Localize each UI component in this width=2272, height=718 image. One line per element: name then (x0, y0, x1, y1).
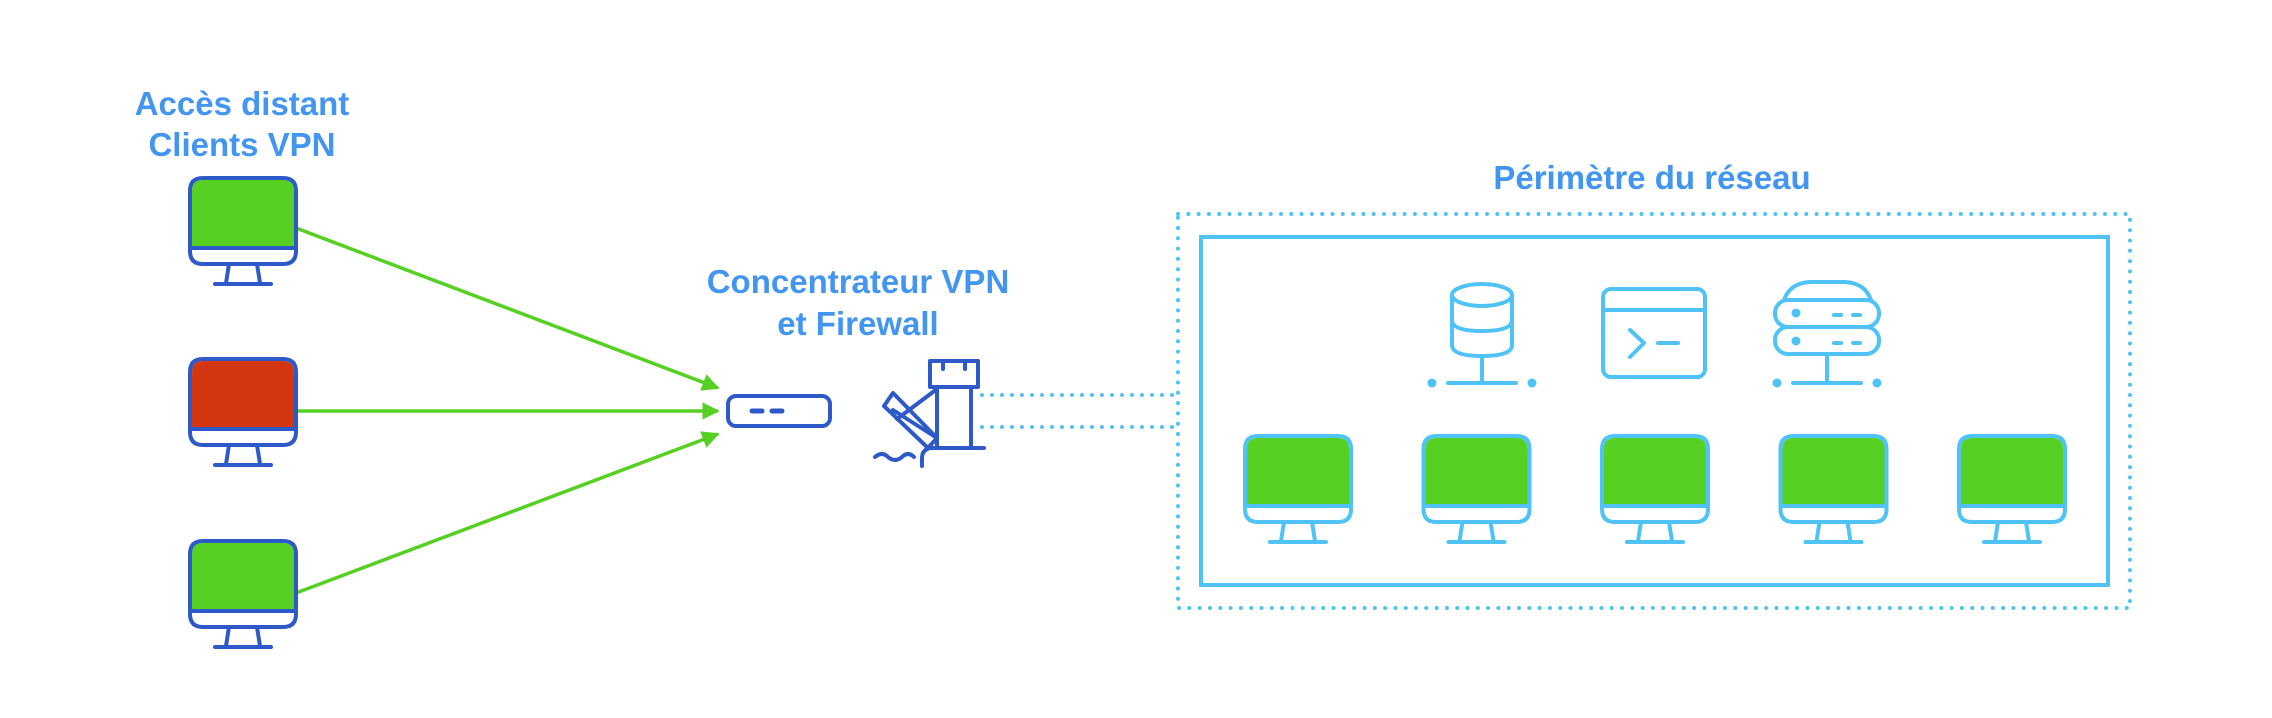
workstation-monitor-icon (1957, 434, 2067, 544)
remote-clients (188, 176, 298, 649)
screen (1782, 438, 1885, 506)
workstation-monitor-icon (1600, 434, 1710, 544)
remote-client-monitor-icon (188, 357, 298, 467)
network-workstations (1243, 434, 2067, 544)
internal-network-box (1199, 235, 2110, 587)
connection-arrow (295, 431, 720, 595)
firewall-label: et Firewall (777, 305, 938, 342)
terminal-icon (1601, 287, 1707, 379)
workstation-monitor-icon (1778, 434, 1889, 544)
server-icon (1772, 280, 1882, 388)
firewall-icon (873, 359, 986, 468)
screen (1961, 438, 2063, 506)
screen (1604, 438, 1706, 506)
perimeter-links (980, 393, 1180, 429)
connection-arrow (295, 226, 720, 391)
perimeter-dotted-boundary (1176, 212, 2132, 610)
screen (192, 543, 294, 611)
remote-client-monitor-icon (188, 176, 298, 286)
workstation-monitor-icon (1421, 434, 1532, 544)
remote-client-monitor-icon (188, 539, 298, 649)
database-icon (1427, 282, 1537, 388)
workstation-monitor-icon (1243, 434, 1353, 544)
client-connections (295, 226, 720, 595)
vpn-clients-label: Clients VPN (148, 126, 335, 163)
screen (192, 361, 294, 429)
remote-access-label: Accès distant (135, 85, 350, 122)
screen (1425, 438, 1528, 506)
vpn-concentrator-icon (726, 394, 832, 428)
perimeter-label: Périmètre du réseau (1493, 159, 1810, 196)
screen (192, 180, 294, 248)
screen (1247, 438, 1349, 506)
concentrator-label: Concentrateur VPN (707, 263, 1010, 300)
